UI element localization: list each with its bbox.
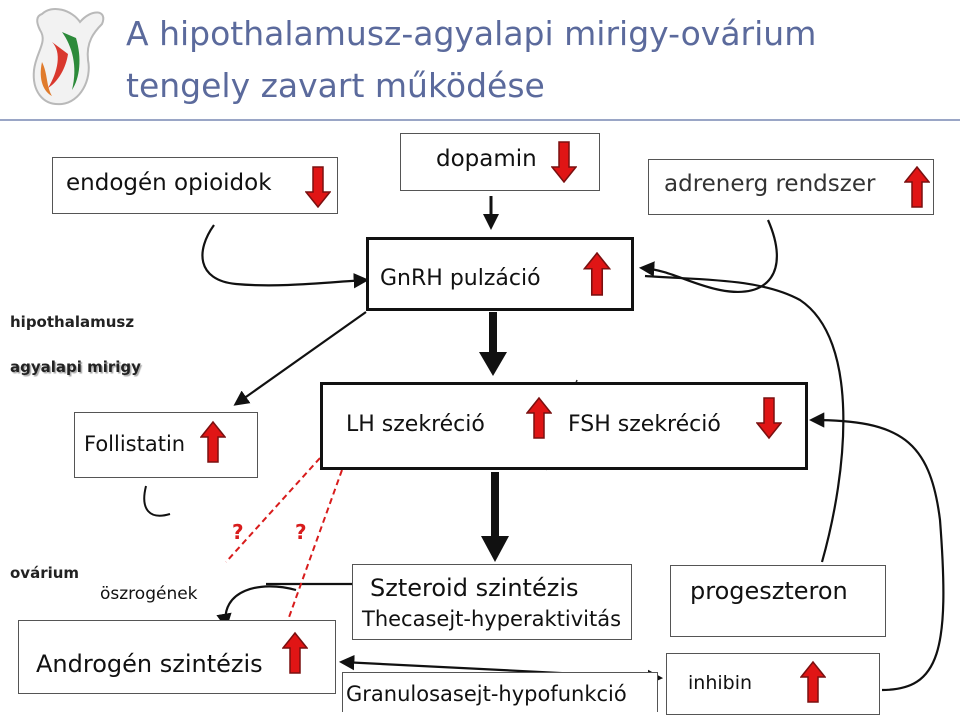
- side-label-hipothalamusz: hipothalamusz: [10, 313, 135, 331]
- dopamin-to-gnrh-arrow: [483, 196, 499, 230]
- box-szteroid: [352, 564, 632, 640]
- label-inhibin: inhibin: [688, 672, 753, 694]
- label-dopamin: dopamin: [436, 146, 537, 172]
- arrow-adrenerg-icon: [904, 166, 930, 208]
- opioid-to-gnrh-curve: [201, 224, 370, 289]
- arrow-opioidok-icon: [305, 166, 331, 208]
- follistatin-hook: [143, 485, 171, 517]
- title-line-2: tengely zavart működése: [126, 66, 545, 105]
- label-progeszteron: progeszteron: [690, 577, 848, 605]
- arrow-androgen-icon: [282, 631, 308, 674]
- label-adrenerg: adrenerg rendszer: [664, 171, 876, 197]
- label-granulosa: Granulosasejt-hypofunkció: [346, 682, 627, 706]
- inhibin-feedback-curve: [808, 412, 945, 692]
- arrow-follistatin-icon: [200, 420, 226, 463]
- label-szteroid: Szteroid szintézis: [370, 574, 579, 602]
- label-follistatin: Follistatin: [84, 432, 186, 456]
- box-granulosa: [342, 672, 658, 712]
- title-line-1: A hipothalamusz-agyalapi mirigy-ovárium: [126, 14, 817, 53]
- label-gnrh: GnRH pulzáció: [380, 266, 541, 291]
- title-divider: [0, 119, 960, 121]
- box-gnrh: [366, 237, 634, 311]
- box-oszrogenek: [94, 575, 218, 611]
- label-lh: LH szekréció: [346, 412, 485, 437]
- gnrh-to-pituitary-arrow: [479, 312, 507, 376]
- question-mark-1: ?: [232, 520, 244, 544]
- arrow-lh-icon: [526, 396, 552, 439]
- label-opioidok: endogén opioidok: [66, 170, 272, 196]
- side-label-ovarium: ovárium: [10, 564, 80, 582]
- label-oszrogenek: öszrogének: [100, 584, 198, 604]
- label-thecasejt: Thecasejt-hyperaktivitás: [362, 607, 622, 631]
- arrow-gnrh-icon: [583, 252, 611, 296]
- box-androgen: [18, 620, 336, 694]
- side-label-agyalapi: agyalapi mirigy: [10, 358, 141, 376]
- box-inhibin: [666, 653, 880, 715]
- oszrogenek-hook-curve: [216, 585, 297, 630]
- label-fsh: FSH szekréció: [568, 412, 721, 437]
- box-progeszteron: [670, 565, 886, 637]
- red-dashed-line-2: [287, 469, 343, 621]
- adrenerg-to-gnrh-curve: [638, 219, 778, 293]
- label-androgen: Androgén szintézis: [36, 650, 263, 678]
- box-follistatin: [74, 412, 258, 478]
- question-mark-2: ?: [295, 520, 307, 544]
- arrow-inhibin-icon: [800, 660, 826, 703]
- arrow-dopamin-icon: [551, 141, 577, 183]
- box-adrenerg: [648, 159, 934, 215]
- red-dashed-line-1: [225, 457, 321, 563]
- pituitary-to-ovary-arrow: [481, 472, 509, 562]
- box-opioidok: [52, 157, 338, 214]
- gnrh-to-follistatin-line: [233, 311, 367, 406]
- box-lh-fsh: [320, 382, 808, 470]
- arrow-fsh-icon: [756, 397, 782, 440]
- uterus-logo: [32, 7, 105, 106]
- progeszteron-feedback-curve: [644, 274, 845, 563]
